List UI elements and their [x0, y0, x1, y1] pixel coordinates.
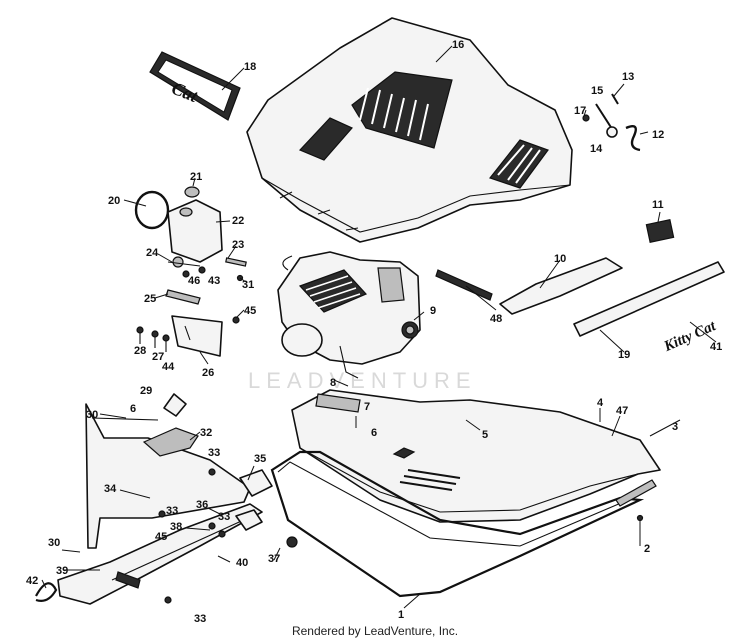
callout-label: 45: [155, 531, 167, 543]
callout-label: 30: [48, 537, 60, 549]
callout-label: 3: [672, 421, 678, 433]
callout-label: 36: [196, 499, 208, 511]
callout-label: 39: [56, 565, 68, 577]
callout-label: 47: [616, 405, 628, 417]
callout-label: 4: [597, 397, 604, 409]
callout-label: 7: [364, 401, 370, 413]
callout-label: 19: [618, 349, 630, 361]
callout-label: 10: [554, 253, 566, 265]
mount-bracket-part: [136, 289, 240, 357]
callout-label: 20: [108, 195, 120, 207]
callout-label: 42: [26, 575, 38, 587]
callout-label: 45: [244, 305, 256, 317]
callout-label: 13: [622, 71, 634, 83]
fuel-tank-assembly: [134, 186, 247, 282]
callout-label: 16: [452, 39, 464, 51]
callout-label: 37: [268, 553, 280, 565]
callout-label: 14: [590, 143, 603, 155]
render-credit: Rendered by LeadVenture, Inc.: [291, 624, 459, 638]
callout-label: 15: [591, 85, 603, 97]
callout-label: 27: [152, 351, 164, 363]
callout-label: 22: [232, 215, 244, 227]
callout-label: 33: [166, 505, 178, 517]
callout-label: 6: [371, 427, 377, 439]
trim-parts: Kitty Cat: [435, 218, 725, 355]
callout-labels: 1 2 3 4 5 6 6 7 8 9 10 11 12 13 14 15 16…: [26, 39, 722, 625]
callout-label: 38: [170, 521, 182, 533]
belly-pan-part: [291, 389, 661, 523]
callout-label: 12: [652, 129, 664, 141]
callout-label: 32: [200, 427, 212, 439]
callout-label: 33: [194, 613, 206, 625]
callout-label: 11: [652, 199, 664, 211]
callout-label: 26: [202, 367, 214, 379]
callout-label: 48: [490, 313, 502, 325]
engine-assembly: [277, 251, 421, 379]
callout-label: 33: [208, 447, 220, 459]
callout-label: 35: [254, 453, 266, 465]
callout-label: 30: [86, 409, 98, 421]
callout-label: 41: [710, 341, 722, 353]
skid-frame-part: [270, 450, 657, 598]
callout-label: 17: [574, 105, 586, 117]
leader-lines: [41, 45, 717, 609]
callout-label: 24: [146, 247, 159, 259]
callout-label: 18: [244, 61, 256, 73]
ski-assembly: [35, 393, 298, 605]
callout-label: 8: [330, 377, 336, 389]
callout-label: 31: [242, 279, 254, 291]
hood-emblem-part: Cat: [149, 51, 241, 121]
callout-label: 23: [232, 239, 244, 251]
callout-label: 29: [140, 385, 152, 397]
callout-label: 2: [644, 543, 650, 555]
callout-label: 9: [430, 305, 436, 317]
callout-label: 33: [218, 511, 230, 523]
callout-label: 5: [482, 429, 488, 441]
hood-part: [246, 17, 573, 243]
callout-label: 43: [208, 275, 220, 287]
callout-label: 46: [188, 275, 200, 287]
callout-label: 28: [134, 345, 146, 357]
callout-label: 6: [130, 403, 136, 415]
callout-label: 40: [236, 557, 248, 569]
callout-label: 34: [104, 483, 117, 495]
callout-label: 1: [398, 609, 404, 621]
latch-hardware: [582, 93, 641, 152]
callout-label: 25: [144, 293, 156, 305]
callout-label: 21: [190, 171, 202, 183]
callout-label: 44: [162, 361, 175, 373]
watermark: LEADVENTURE: [248, 368, 477, 393]
